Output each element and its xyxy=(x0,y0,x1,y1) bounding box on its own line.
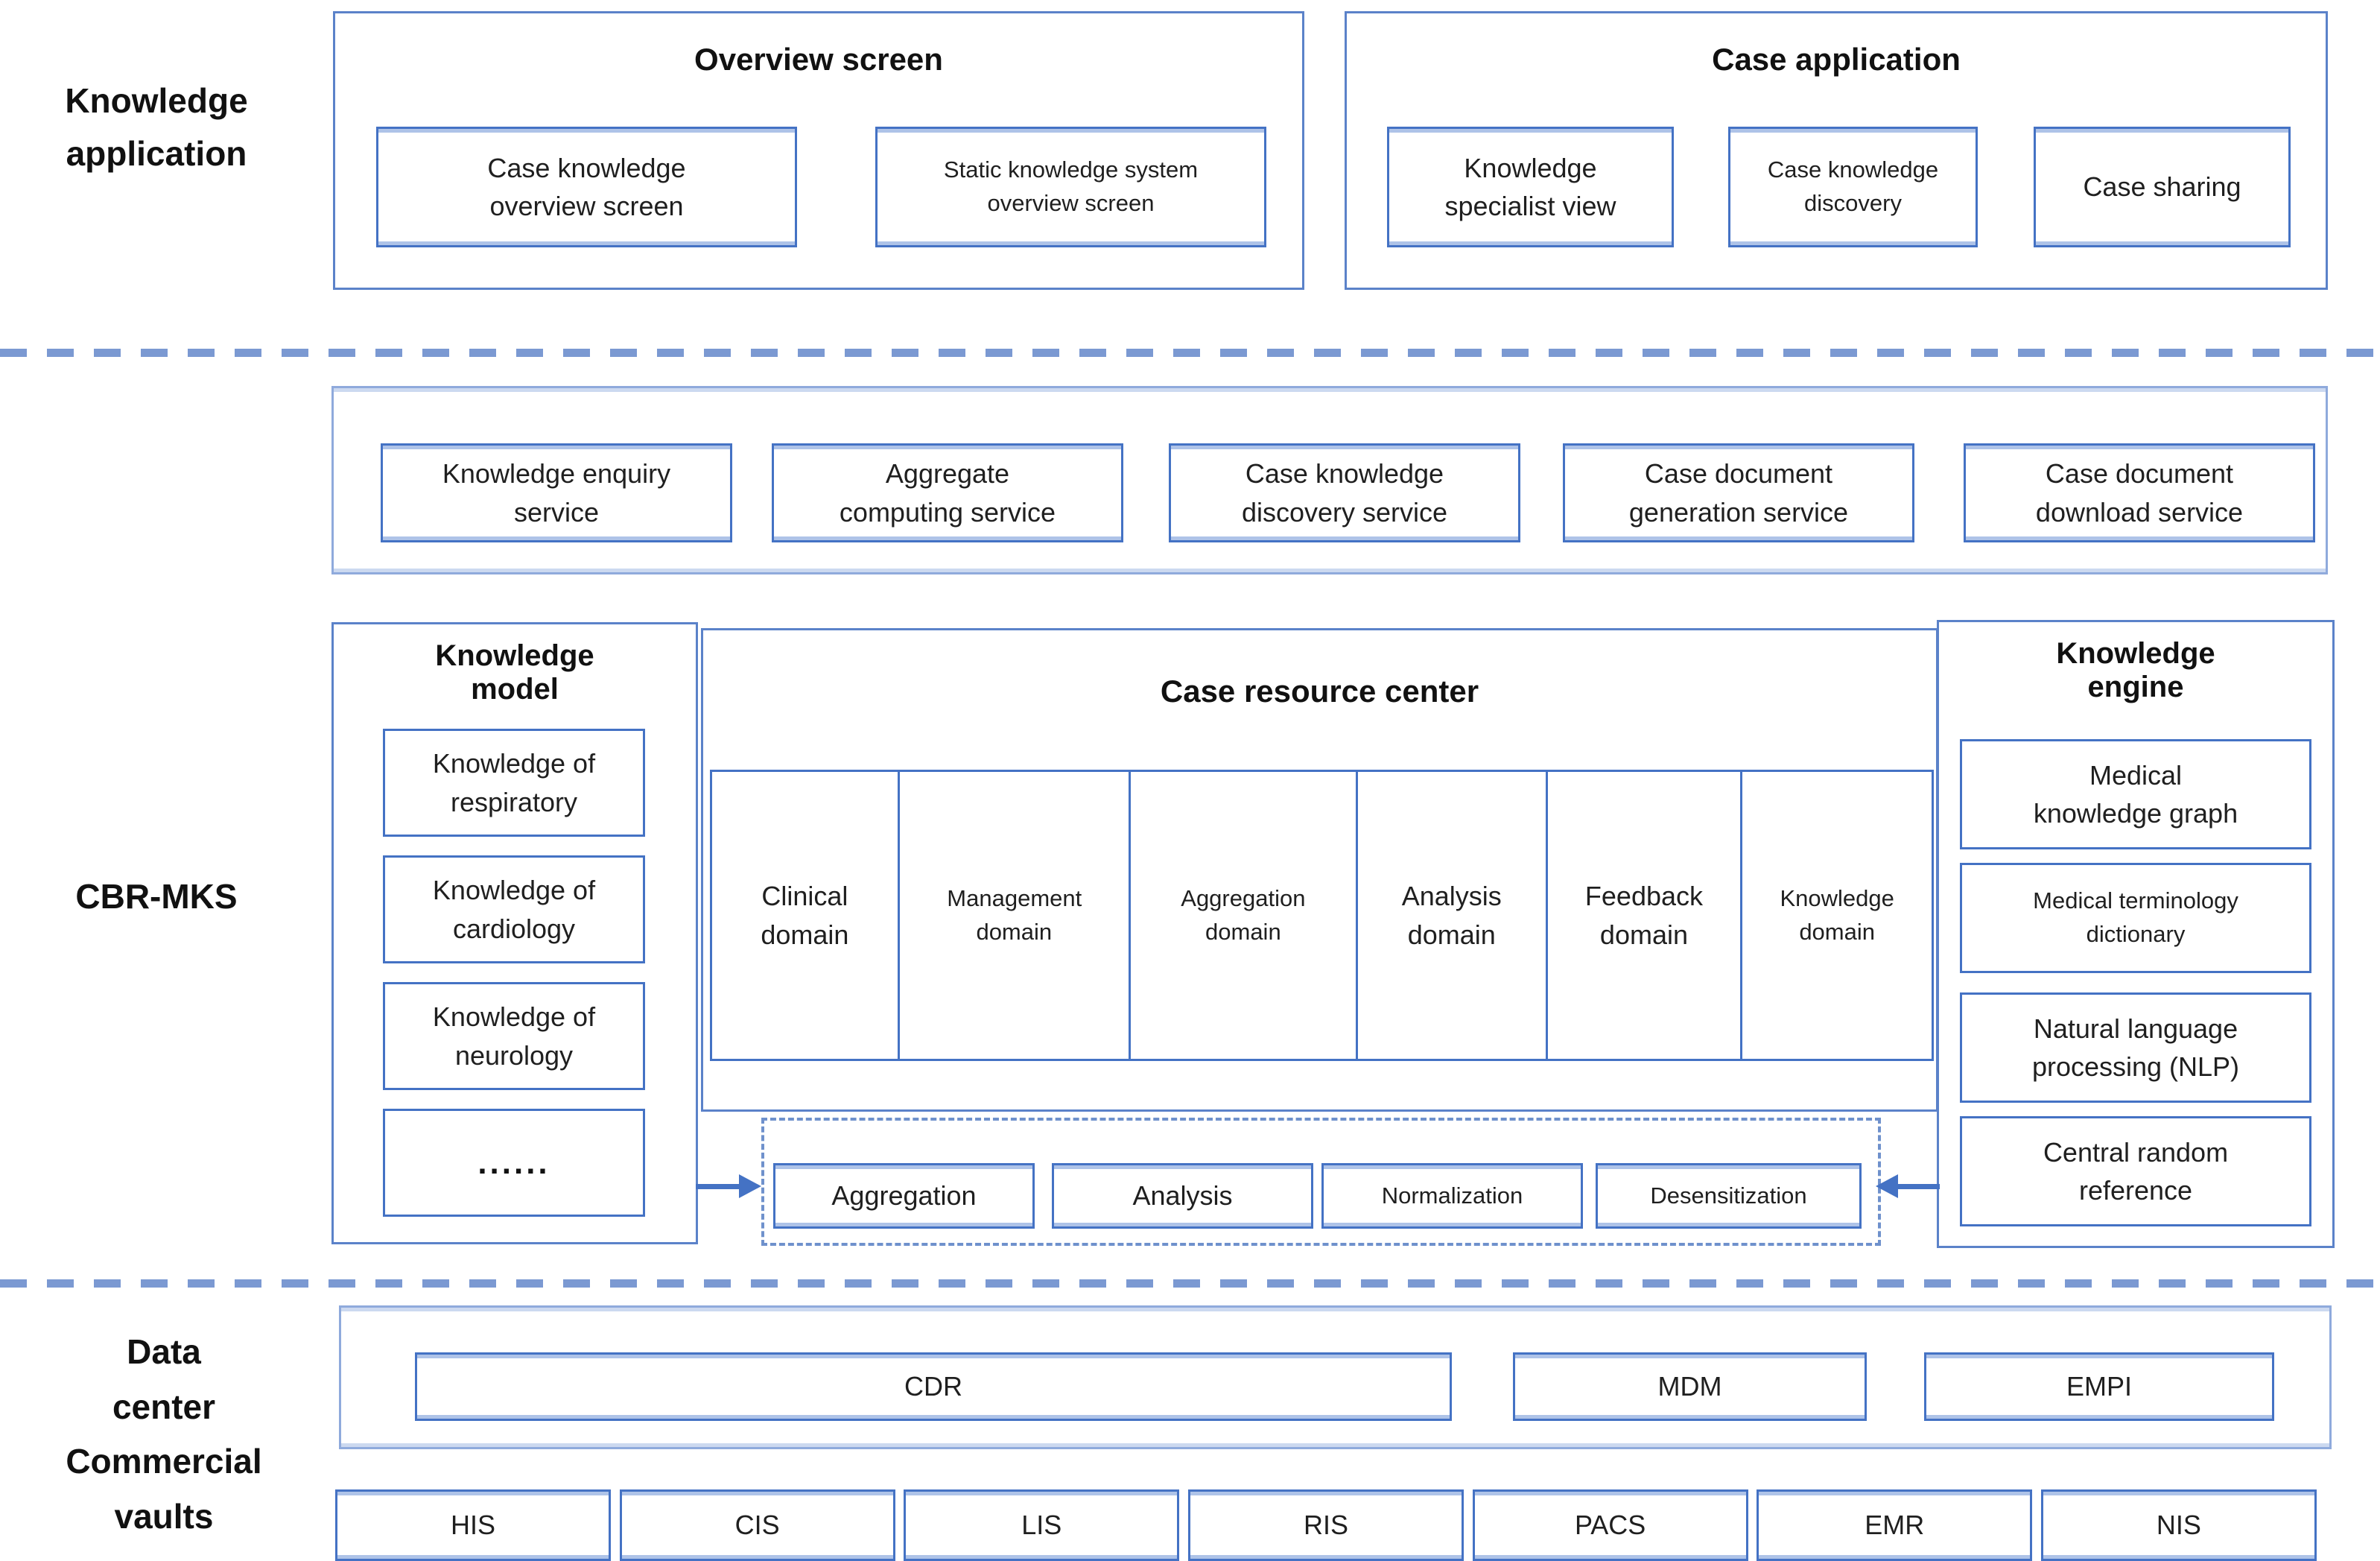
data-center-frame: CDR MDM EMPI xyxy=(339,1305,2332,1449)
analysis-box: Analysis xyxy=(1052,1163,1313,1229)
analysis-domain-cell: Analysis domain xyxy=(1355,770,1548,1061)
arrow-left-line xyxy=(1897,1184,1940,1189)
medical-knowledge-graph-box: Medical knowledge graph xyxy=(1960,739,2311,849)
case-document-download-service-box: Case document download service xyxy=(1964,443,2315,542)
empi-box: EMPI xyxy=(1924,1352,2274,1421)
vaults-row: HIS CIS LIS RIS PACS EMR NIS xyxy=(335,1489,2317,1561)
feedback-domain-cell: Feedback domain xyxy=(1545,770,1743,1061)
knowledge-domain-cell: Knowledge domain xyxy=(1740,770,1935,1061)
emr-box: EMR xyxy=(1757,1489,2033,1561)
case-sharing-box: Case sharing xyxy=(2034,127,2291,247)
layer-label-line: Data xyxy=(127,1332,201,1371)
overview-screen-title: Overview screen xyxy=(694,42,943,77)
aggregation-domain-cell: Aggregation domain xyxy=(1128,770,1358,1061)
layer-label-line: center xyxy=(112,1387,216,1426)
normalization-box: Normalization xyxy=(1321,1163,1583,1229)
medical-terminology-dictionary-box: Medical terminology dictionary xyxy=(1960,863,2311,973)
knowledge-enquiry-service-box: Knowledge enquiry service xyxy=(381,443,732,542)
knowledge-engine-title: Knowledge engine xyxy=(2056,637,2215,703)
nis-box: NIS xyxy=(2040,1489,2317,1561)
cdr-box: CDR xyxy=(415,1352,1452,1421)
aggregation-box: Aggregation xyxy=(773,1163,1035,1229)
layer-label-cbr-mks: CBR-MKS xyxy=(75,877,238,916)
aggregate-computing-service-box: Aggregate computing service xyxy=(772,443,1123,542)
case-knowledge-overview-screen-box: Case knowledge overview screen xyxy=(376,127,797,247)
knowledge-model-title: Knowledge model xyxy=(435,639,594,706)
domain-columns-row: Clinical domain Management domain Aggreg… xyxy=(710,770,1935,1061)
knowledge-specialist-view-box: Knowledge specialist view xyxy=(1387,127,1674,247)
management-domain-cell: Management domain xyxy=(897,770,1131,1061)
layer-label-line: Commercial xyxy=(66,1442,262,1481)
ris-box: RIS xyxy=(1187,1489,1464,1561)
knowledge-model-ellipsis-box: ...... xyxy=(383,1109,645,1217)
case-knowledge-discovery-box: Case knowledge discovery xyxy=(1728,127,1978,247)
desensitization-box: Desensitization xyxy=(1596,1163,1862,1229)
layer-label-knowledge-application: Knowledge application xyxy=(65,81,248,174)
cis-box: CIS xyxy=(619,1489,895,1561)
services-frame: Knowledge enquiry service Aggregate comp… xyxy=(331,386,2328,574)
knowledge-of-cardiology-box: Knowledge of cardiology xyxy=(383,855,645,963)
knowledge-of-neurology-box: Knowledge of neurology xyxy=(383,982,645,1090)
arrow-right-line xyxy=(696,1184,742,1189)
central-random-reference-box: Central random reference xyxy=(1960,1116,2311,1226)
his-box: HIS xyxy=(335,1489,611,1561)
arrow-left-icon xyxy=(1876,1174,1898,1198)
case-knowledge-discovery-service-box: Case knowledge discovery service xyxy=(1169,443,1520,542)
knowledge-engine-frame: Knowledge engine Medical knowledge graph… xyxy=(1937,620,2335,1248)
case-resource-center-frame: Case resource center Clinical domain Man… xyxy=(701,628,1938,1112)
knowledge-of-respiratory-box: Knowledge of respiratory xyxy=(383,729,645,837)
pacs-box: PACS xyxy=(1472,1489,1748,1561)
dashed-divider-bottom xyxy=(0,1279,2380,1288)
clinical-domain-cell: Clinical domain xyxy=(710,770,900,1061)
natural-language-processing-box: Natural language processing (NLP) xyxy=(1960,992,2311,1103)
layer-label-line: vaults xyxy=(114,1496,214,1536)
dashed-divider-top xyxy=(0,349,2380,357)
lis-box: LIS xyxy=(904,1489,1180,1561)
case-document-generation-service-box: Case document generation service xyxy=(1563,443,1914,542)
static-knowledge-system-overview-screen-box: Static knowledge system overview screen xyxy=(875,127,1266,247)
mdm-box: MDM xyxy=(1513,1352,1867,1421)
arrow-right-icon xyxy=(739,1174,761,1198)
case-resource-center-title: Case resource center xyxy=(1160,674,1479,709)
knowledge-model-frame: Knowledge model Knowledge of respiratory… xyxy=(331,622,698,1244)
case-application-title: Case application xyxy=(1712,42,1961,77)
layer-label-data-center: Data center Commercial vaults xyxy=(15,1325,313,1544)
